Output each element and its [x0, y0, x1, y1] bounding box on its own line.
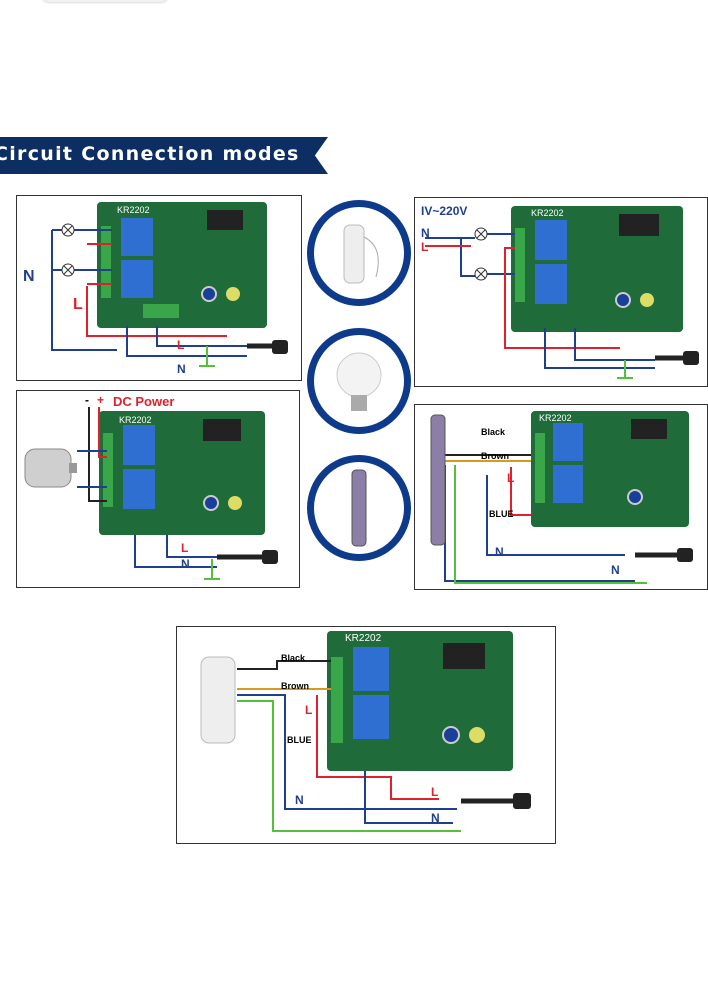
label-dc-plus: + [97, 393, 105, 407]
power-plug-icon [461, 793, 531, 809]
panel-dc-motor: - + DC Power KR2202 L N [16, 390, 300, 588]
top-scroll-tab [40, 0, 170, 2]
label-blue: BLUE [489, 509, 514, 519]
banner-title: Circuit Connection modes [0, 143, 300, 165]
label-n: N [23, 268, 35, 285]
panel-tubular-motor: KR2202 Black Brown BLUE L N N [414, 404, 708, 590]
light-bulb-icon [336, 352, 382, 411]
label-brown: Brown [281, 681, 309, 691]
lamp-icon [61, 223, 75, 237]
board-model: KR2202 [117, 205, 150, 215]
power-plug-icon [247, 340, 288, 354]
label-l: L [507, 471, 515, 485]
lamp-icon [61, 263, 75, 277]
icon-circle-bulb [307, 328, 411, 434]
label-blue: BLUE [287, 735, 312, 745]
wiring-diagram [425, 206, 699, 379]
label-black: Black [481, 427, 506, 437]
wiring-diagram [430, 411, 693, 584]
label-dc-power: DC Power [113, 394, 175, 409]
power-plug-icon [655, 351, 699, 365]
label-n-bottom: N [177, 362, 186, 376]
power-plug-icon [635, 548, 693, 562]
label-dc-minus: - [85, 393, 89, 407]
label-l: L [421, 240, 429, 254]
label-n-bottom: N [431, 811, 440, 825]
board-model: KR2202 [531, 208, 564, 218]
board-model: KR2202 [119, 415, 152, 425]
lamp-icon [474, 267, 488, 281]
wiring-diagram [24, 407, 278, 580]
relay-board [99, 411, 265, 535]
icon-circle-tubular-motor [307, 455, 411, 561]
wiring-diagram [200, 631, 531, 832]
label-n-bottom: N [611, 563, 620, 577]
relay-board [511, 206, 683, 332]
icon-circle-sensor [307, 200, 411, 306]
label-l-bottom: L [431, 785, 439, 799]
label-voltage: IV~220V [421, 204, 468, 218]
label-black: Black [281, 653, 306, 663]
dc-motor-icon [24, 448, 77, 488]
board-model: KR2202 [345, 633, 382, 644]
label-l: L [73, 296, 83, 313]
section-banner: Circuit Connection modes [0, 137, 328, 174]
tubular-motor-icon [430, 414, 446, 546]
lamp-icon [474, 227, 488, 241]
label-n: N [495, 545, 504, 559]
label-brown: Brown [481, 451, 509, 461]
panel-lamps-right: IV~220V KR2202 N L [414, 197, 708, 387]
label-l: L [305, 703, 313, 717]
panel-sensor-bottom: KR2202 Black Brown BLUE L L N N [176, 626, 556, 844]
relay-board [531, 411, 689, 527]
relay-board [327, 631, 513, 771]
tubular-motor-icon [351, 469, 367, 547]
pir-sensor-icon [200, 656, 236, 744]
label-n: N [295, 793, 304, 807]
label-n: N [181, 557, 190, 571]
board-model: KR2202 [539, 413, 572, 423]
label-l: L [181, 541, 189, 555]
label-l-bottom: L [177, 338, 185, 352]
pir-sensor-icon [343, 224, 379, 284]
panel-lamps-left: KR2202 N L L N [16, 195, 302, 381]
power-plug-icon [217, 550, 278, 564]
wiring-diagram [51, 202, 288, 367]
label-n: N [421, 226, 430, 240]
relay-board [97, 202, 267, 328]
